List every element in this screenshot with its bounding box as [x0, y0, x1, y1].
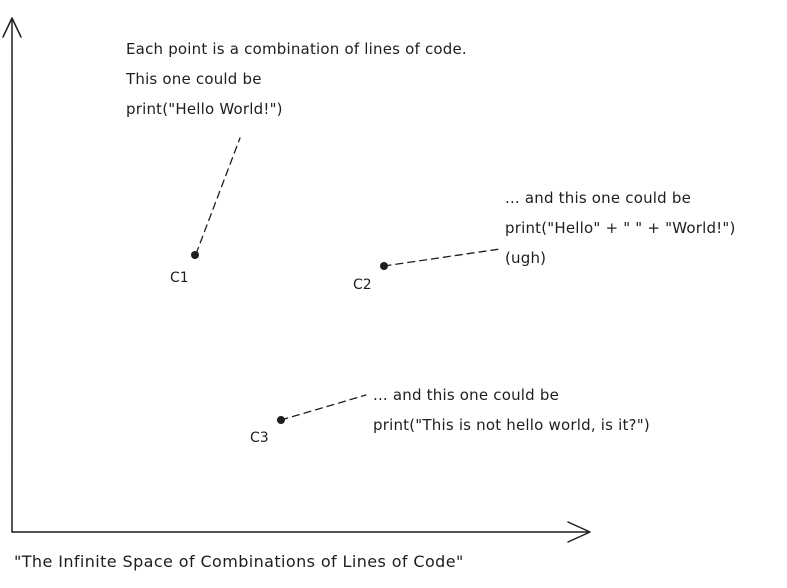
c2-code-line: print("Hello" + " " + "World!") — [505, 219, 736, 237]
c1-note-line-2: This one could be — [126, 70, 262, 88]
c3-code-line: print("This is not hello world, is it?") — [373, 416, 650, 434]
c1-annotation: Each point is a combination of lines of … — [126, 34, 467, 124]
c1-code-line: print("Hello World!") — [126, 100, 283, 118]
y-axis-arrowhead — [2, 17, 22, 38]
point-c3 — [277, 416, 285, 424]
c2-note-line-5: (ugh) — [505, 249, 547, 267]
point-c1-label: C1 — [170, 270, 189, 286]
c2-connector — [383, 248, 501, 267]
c2-note-line-1: ... and this one could be — [505, 189, 692, 207]
axis-caption: "The Infinite Space of Combinations of L… — [14, 552, 464, 571]
point-c2-label: C2 — [353, 277, 372, 293]
x-axis — [11, 530, 589, 534]
c3-annotation: ... and this one could be print("This is… — [373, 380, 650, 440]
point-c3-label: C3 — [250, 430, 269, 446]
point-c2 — [380, 262, 388, 270]
c2-annotation: ... and this one could be print("Hello" … — [505, 183, 736, 273]
c3-note-line-1: ... and this one could be — [373, 386, 560, 404]
c1-connector — [195, 137, 241, 255]
x-axis-arrowhead — [567, 521, 591, 543]
c3-connector — [280, 394, 367, 421]
c1-note-line-1: Each point is a combination of lines of … — [126, 40, 467, 58]
point-c1 — [191, 251, 199, 259]
